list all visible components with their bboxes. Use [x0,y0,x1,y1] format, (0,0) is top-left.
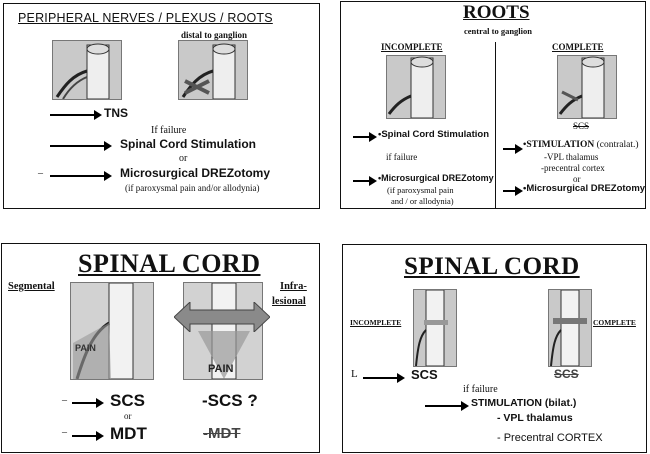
nerve-cut-illustration-icon [181,43,236,99]
column-divider [495,42,496,208]
cross-mark-icon [184,79,210,95]
right-arrow-icon [72,398,104,408]
segmental-scs-label: SCS [110,391,145,410]
infra-label-1: Infra- [280,281,307,292]
infra-label-2: lesional [272,296,306,307]
tns-label: TNS [104,106,128,120]
infralesional-illustration: PAIN [183,282,263,380]
panel4-vpl-label: - VPL thalamus [497,412,573,424]
vpl-label: -VPL thalamus [544,152,599,162]
nerve-root-illustration-icon [558,56,605,118]
stimulation-text: •STIMULATION [523,140,595,150]
panel2-title: ROOTS [463,2,530,23]
segmental-label: Segmental [8,281,55,292]
cord-illustration-complete [548,289,592,367]
drez-note: (if paroxysmal pain and/or allodynia) [125,183,260,193]
panel4-if-failure: if failure [463,384,498,395]
panel-spinal-cord-segmental: SPINAL CORD Segmental Infra- lesional PA… [1,243,320,453]
roots-scs-label: •Spinal Cord Stimulation [378,129,489,140]
pain-label-1: PAIN [75,343,96,353]
right-arrow-icon [50,110,102,120]
panel4-scs-crossed: SCS [554,367,579,381]
infra-mdt-crossed: -MDT [203,425,241,442]
stimulation-label: •STIMULATION (contralat.) [523,140,639,150]
segmental-or-label: or [124,411,132,421]
roots-or-label: or [573,174,581,184]
segmental-illustration: PAIN [70,282,154,380]
panel4-cortex-label: - Precentral CORTEX [497,432,603,444]
roots-drez2-label: •Microsurgical DREZotomy [523,183,646,194]
right-arrow-icon [50,171,112,181]
panel2-subtitle: central to ganglion [464,26,532,36]
right-arrow-icon [50,141,112,151]
panel4-complete: COMPLETE [593,318,636,327]
panel4-incomplete: INCOMPLETE [350,318,402,327]
right-arrow-icon [503,144,523,154]
dash-mark: _ [62,391,67,402]
panel1-distal-label: distal to ganglion [181,30,248,40]
nerve-illustration-2 [178,40,248,100]
roots-note-2: and / or allodynia) [391,196,454,206]
segmental-mdt-label: MDT [110,424,147,443]
if-failure-label: If failure [151,125,187,136]
right-arrow-icon [425,401,469,411]
corner-mark: L [351,368,358,380]
roots-if-failure: if failure [386,152,418,162]
panel4-scs-label: SCS [411,367,438,382]
dash-mark: _ [38,164,43,175]
complete-heading: COMPLETE [552,42,604,52]
panel3-title: SPINAL CORD [78,249,261,278]
spinal-cord-illustration-icon [415,290,448,366]
roots-illustration-incomplete [386,55,446,119]
right-arrow-icon [363,373,405,383]
spinal-cord-illustration-icon [550,290,587,366]
incomplete-heading: INCOMPLETE [381,42,443,52]
roots-drez-label: •Microsurgical DREZotomy [378,173,494,183]
dash-mark: _ [62,423,67,434]
panel4-stim-label: STIMULATION (bilat.) [471,397,577,409]
right-arrow-icon [353,176,377,186]
panel1-title: PERIPHERAL NERVES / PLEXUS / ROOTS [18,11,273,25]
infra-scs-label: -SCS ? [202,391,258,410]
pain-label-2: PAIN [208,363,234,375]
spinal-cord-illustration-icon [73,283,134,379]
spinal-cord-illustration-icon [198,283,250,379]
roots-illustration-complete [557,55,617,119]
right-arrow-icon [72,431,104,441]
nerve-root-illustration-icon [387,56,434,118]
panel-spinal-cord-complete: SPINAL CORD INCOMPLETE COMPLETE L SCS SC… [342,244,647,453]
stimulation-sub: (contralat.) [596,140,639,150]
or-label: or [179,153,188,164]
double-arrow-icon [174,302,270,332]
nerve-root-illustration-icon [55,43,110,99]
roots-note-1: (if paroxysmal pain [387,185,454,195]
drez-label: Microsurgical DREZotomy [120,166,271,180]
panel4-title: SPINAL CORD [404,253,580,280]
panel-roots: ROOTS central to ganglion INCOMPLETE COM… [340,1,646,209]
cord-illustration-incomplete [413,289,457,367]
roots-scs-crossed: SCS [573,121,590,131]
scs-label: Spinal Cord Stimulation [120,137,257,151]
precentral-label: -precentral cortex [541,163,605,173]
right-arrow-icon [503,186,523,196]
right-arrow-icon [353,132,377,142]
nerve-illustration-1 [52,40,122,100]
panel-peripheral-nerves: PERIPHERAL NERVES / PLEXUS / ROOTS dista… [3,3,320,209]
